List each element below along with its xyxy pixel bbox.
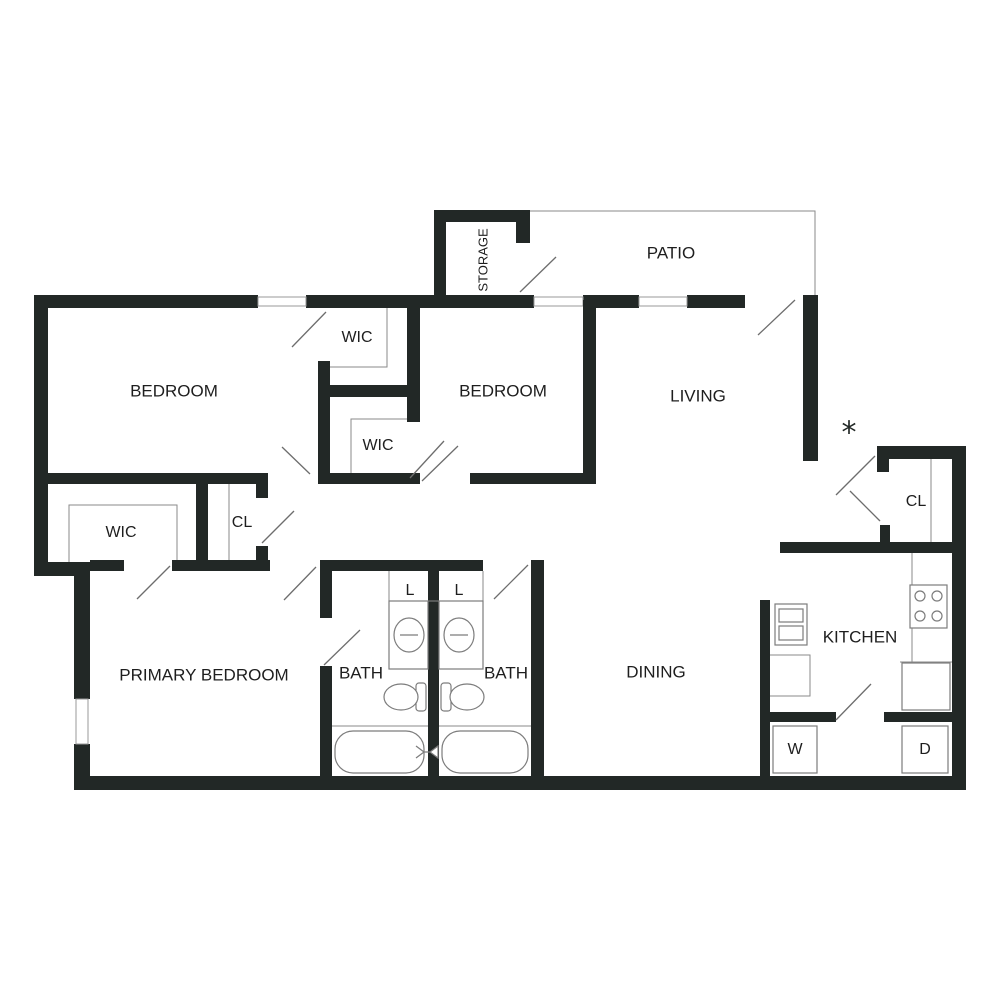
door-cl-hall xyxy=(261,510,295,544)
label-patio: PATIO xyxy=(647,243,696,262)
tub-bath2 xyxy=(441,730,529,774)
label-washer: W xyxy=(787,741,803,758)
label-wic-2: WIC xyxy=(362,437,393,454)
door-bath1 xyxy=(323,629,361,666)
refrigerator xyxy=(901,662,951,711)
fixtures xyxy=(334,584,951,774)
door-laundry xyxy=(835,683,872,721)
label-wic-1: WIC xyxy=(341,329,372,346)
label-bedroom-1: BEDROOM xyxy=(130,381,218,400)
label-storage: STORAGE xyxy=(475,228,490,292)
label-living: LIVING xyxy=(670,386,726,405)
washer xyxy=(772,725,818,774)
door-patio xyxy=(757,299,796,336)
label-linen-1: L xyxy=(406,582,415,599)
label-kitchen: KITCHEN xyxy=(823,627,898,646)
label-bath-2: BATH xyxy=(484,663,528,682)
dryer xyxy=(901,725,949,774)
range xyxy=(909,584,948,629)
door-bath2 xyxy=(493,564,529,600)
tub-bath1 xyxy=(334,730,425,774)
exterior-walls xyxy=(34,210,966,790)
door-bedroom1-wic xyxy=(291,311,327,348)
windows xyxy=(75,296,688,745)
door-wic2-b xyxy=(421,445,459,482)
label-primary-bedroom: PRIMARY BEDROOM xyxy=(119,665,288,684)
label-dryer: D xyxy=(919,741,931,758)
label-cl-1: CL xyxy=(232,514,253,531)
door-wic2-a xyxy=(409,440,445,479)
door-primary xyxy=(283,566,317,601)
label-dining: DINING xyxy=(626,662,686,681)
label-wic-3: WIC xyxy=(105,524,136,541)
door-bedroom1 xyxy=(281,446,311,475)
interior-walls xyxy=(34,300,952,790)
toilet-bowl-bath2 xyxy=(449,683,485,711)
doors xyxy=(136,256,881,721)
door-cl-kitchen xyxy=(849,490,881,522)
label-bedroom-2: BEDROOM xyxy=(459,381,547,400)
room-labels: BEDROOM WIC BEDROOM WIC STORAGE PATIO LI… xyxy=(105,228,926,684)
label-linen-2: L xyxy=(455,582,464,599)
toilet-bowl-bath1 xyxy=(383,683,419,711)
fixture-labels: L L W D xyxy=(406,582,931,758)
patio-outline xyxy=(530,210,816,296)
door-primary-wic xyxy=(136,565,171,600)
label-cl-2: CL xyxy=(906,493,927,510)
door-entry xyxy=(835,455,876,496)
door-storage xyxy=(519,256,557,293)
label-bath-1: BATH xyxy=(339,663,383,682)
entry-marker-icon: * xyxy=(842,416,857,451)
